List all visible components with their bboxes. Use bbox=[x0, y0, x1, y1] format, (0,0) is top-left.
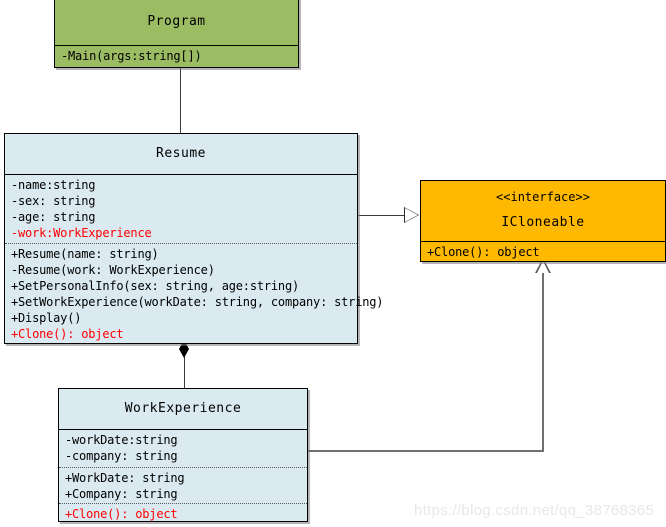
class-name-resume: Resume bbox=[156, 145, 206, 161]
compartment-resume-attributes: -name:string -sex: string -age: string -… bbox=[5, 174, 357, 243]
compartment-workexperience-attributes: -workDate:string -company: string bbox=[59, 429, 307, 467]
class-title-resume: Resume bbox=[5, 134, 357, 174]
operation-row: +SetWorkExperience(workDate: string, com… bbox=[11, 295, 384, 309]
class-box-resume[interactable]: Resume -name:string -sex: string -age: s… bbox=[4, 133, 384, 344]
connector-resume-to-workexperience bbox=[184, 344, 185, 390]
class-box-workexperience[interactable]: WorkExperience -workDate:string -company… bbox=[58, 388, 308, 522]
realization-arrowhead-resume-inner bbox=[405, 208, 418, 222]
compartment-resume-operations: +Resume(name: string) -Resume(work: Work… bbox=[5, 243, 384, 343]
connector-workexperience-to-icloneable-vertical bbox=[542, 272, 544, 451]
operation-row: -Resume(work: WorkExperience) bbox=[11, 263, 215, 277]
interface-title-icloneable: <<interface>> ICloneable bbox=[421, 181, 665, 241]
attribute-row: -name:string bbox=[11, 178, 96, 192]
interface-stereotype: <<interface>> bbox=[496, 190, 590, 205]
connector-program-to-resume bbox=[180, 68, 181, 134]
operation-row: +Clone(): object bbox=[427, 245, 540, 259]
interface-box-icloneable[interactable]: <<interface>> ICloneable +Clone(): objec… bbox=[420, 180, 666, 262]
realization-arrowhead-workexperience-inner bbox=[537, 261, 549, 273]
operation-row: +Clone(): object bbox=[65, 507, 178, 521]
compartment-program-members: -Main(args:string[]) bbox=[55, 45, 298, 68]
attribute-row: -sex: string bbox=[11, 194, 96, 208]
attribute-row: -workDate:string bbox=[65, 433, 178, 447]
member-row: -Main(args:string[]) bbox=[61, 49, 202, 63]
class-name-workexperience: WorkExperience bbox=[124, 400, 242, 416]
class-title-program: Program bbox=[55, 0, 298, 45]
compartment-icloneable-operations: +Clone(): object bbox=[421, 241, 665, 262]
attribute-row: -work:WorkExperience bbox=[11, 226, 152, 240]
attribute-row: -age: string bbox=[11, 210, 96, 224]
operation-row: +Display() bbox=[11, 311, 82, 325]
property-row: +WorkDate: string bbox=[65, 471, 185, 485]
composition-diamond bbox=[179, 340, 189, 358]
connector-resume-to-icloneable bbox=[358, 215, 406, 216]
compartment-workexperience-operations: +Clone(): object bbox=[59, 503, 307, 523]
operation-row: +Resume(name: string) bbox=[11, 247, 159, 261]
operation-row: +Clone(): object bbox=[11, 327, 124, 341]
class-name-program: Program bbox=[147, 13, 206, 29]
compartment-workexperience-properties: +WorkDate: string +Company: string bbox=[59, 467, 307, 503]
class-box-program[interactable]: Program -Main(args:string[]) bbox=[54, 0, 299, 68]
property-row: +Company: string bbox=[65, 487, 178, 501]
attribute-row: -company: string bbox=[65, 449, 178, 463]
connector-workexperience-to-icloneable-horizontal bbox=[308, 450, 544, 452]
interface-name-icloneable: ICloneable bbox=[501, 215, 585, 231]
operation-row: +SetPersonalInfo(sex: string, age:string… bbox=[11, 279, 300, 293]
class-title-workexperience: WorkExperience bbox=[59, 389, 307, 429]
watermark-text: https://blog.csdn.net/qq_38768365 bbox=[414, 502, 655, 519]
